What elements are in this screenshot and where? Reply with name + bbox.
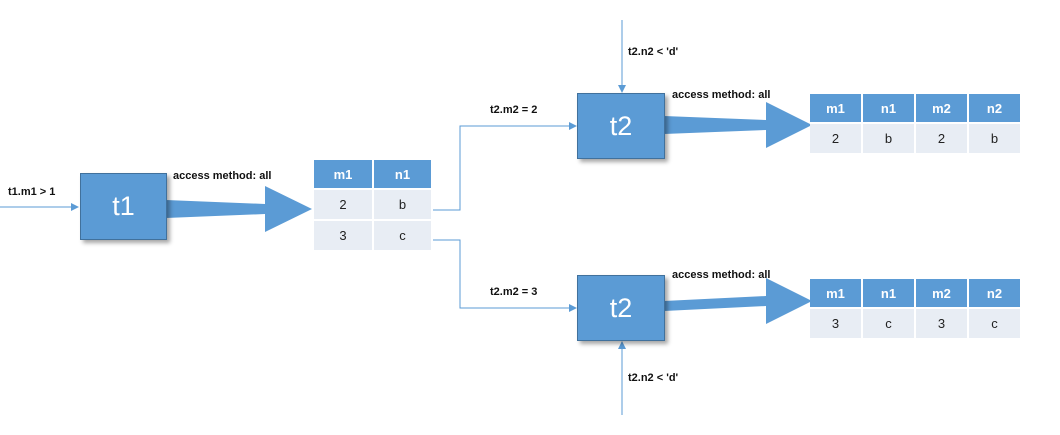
t2-bottom-access-method-label: access method: all bbox=[672, 269, 771, 281]
column-header: n2 bbox=[969, 94, 1020, 122]
t2-bottom-filter-label: t2.n2 < 'd' bbox=[628, 372, 679, 384]
table-cell: 2 bbox=[810, 124, 861, 153]
table-cell: 2 bbox=[314, 190, 372, 219]
row-c-to-t2-bottom-connector bbox=[433, 239, 577, 312]
column-header: n1 bbox=[863, 279, 914, 307]
column-header: m1 bbox=[810, 279, 861, 307]
table-cell: 3 bbox=[314, 221, 372, 250]
table-cell: 3 bbox=[810, 309, 861, 338]
table-header-row: m1 n1 m2 n2 bbox=[810, 94, 1020, 122]
t2-top-output-arrow bbox=[664, 102, 812, 148]
column-header: m2 bbox=[916, 279, 967, 307]
t2-bottom-result-table: m1 n1 m2 n2 3 c 3 c bbox=[808, 277, 1022, 340]
t1-result-table: m1 n1 2 b 3 c bbox=[312, 158, 433, 252]
t1-condition-label: t1.m1 > 1 bbox=[8, 186, 56, 198]
column-header: n1 bbox=[863, 94, 914, 122]
t2-bottom-node: t2 bbox=[577, 275, 665, 341]
table-cell: 2 bbox=[916, 124, 967, 153]
t1-access-method-label: access method: all bbox=[173, 170, 272, 182]
t2-bottom-output-arrow bbox=[664, 278, 812, 324]
t2-top-filter-label: t2.n2 < 'd' bbox=[628, 46, 679, 58]
table-cell: b bbox=[863, 124, 914, 153]
table-cell: c bbox=[374, 221, 431, 250]
table-cell: b bbox=[374, 190, 431, 219]
table-header-row: m1 n1 m2 n2 bbox=[810, 279, 1020, 307]
table-row: 2 b bbox=[314, 190, 431, 219]
table-row: 2 b 2 b bbox=[810, 124, 1020, 153]
t2-top-node: t2 bbox=[577, 93, 665, 159]
row-b-to-t2-top-connector bbox=[433, 122, 577, 211]
table-cell: 3 bbox=[916, 309, 967, 338]
t1-output-arrow bbox=[166, 186, 312, 232]
t2-top-join-condition-label: t2.m2 = 2 bbox=[490, 104, 538, 116]
table-cell: c bbox=[969, 309, 1020, 338]
t2-top-access-method-label: access method: all bbox=[672, 89, 771, 101]
table-header-row: m1 n1 bbox=[314, 160, 431, 188]
t2-bottom-join-condition-label: t2.m2 = 3 bbox=[490, 286, 538, 298]
t1-node: t1 bbox=[80, 173, 167, 240]
column-header: m1 bbox=[810, 94, 861, 122]
column-header: n2 bbox=[969, 279, 1020, 307]
column-header: m1 bbox=[314, 160, 372, 188]
table-row: 3 c 3 c bbox=[810, 309, 1020, 338]
column-header: m2 bbox=[916, 94, 967, 122]
table-cell: b bbox=[969, 124, 1020, 153]
column-header: n1 bbox=[374, 160, 431, 188]
t2-top-result-table: m1 n1 m2 n2 2 b 2 b bbox=[808, 92, 1022, 155]
table-cell: c bbox=[863, 309, 914, 338]
table-row: 3 c bbox=[314, 221, 431, 250]
